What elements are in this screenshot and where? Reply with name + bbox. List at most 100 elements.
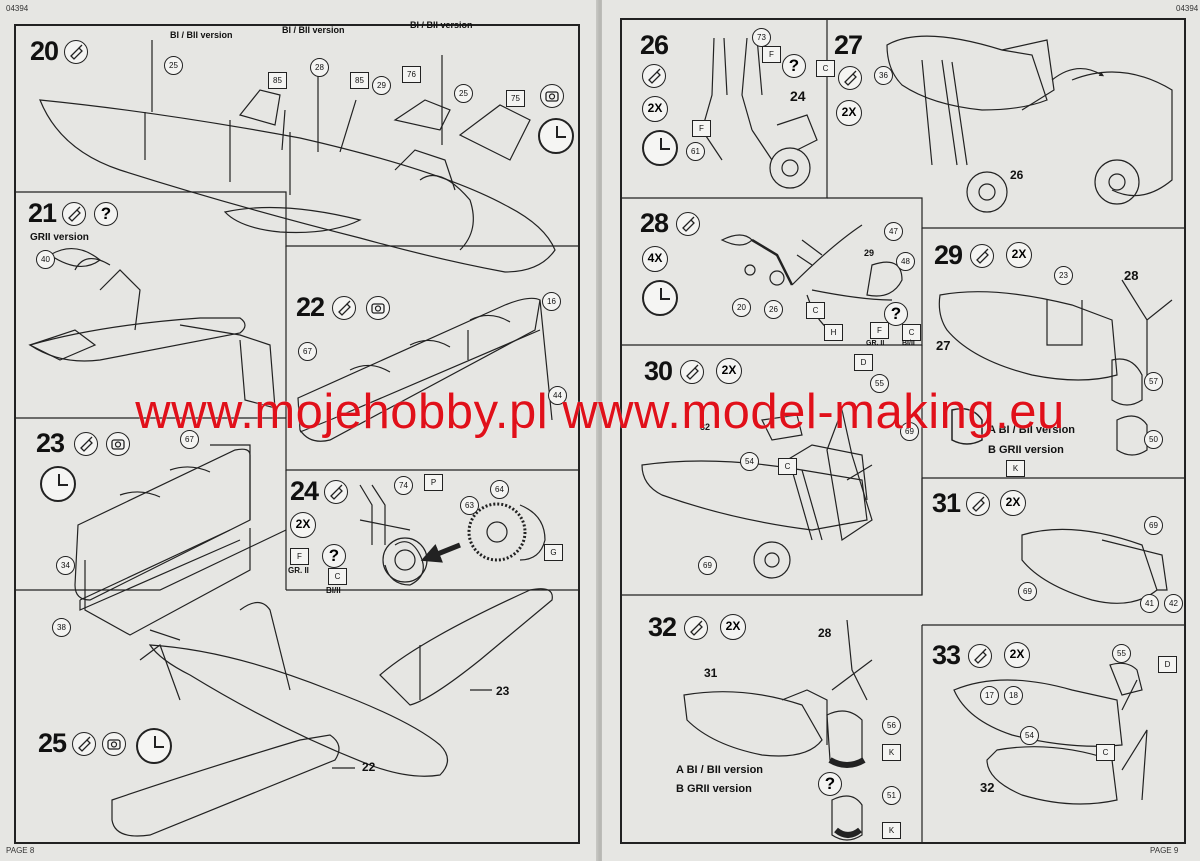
step-27-number: 27 <box>834 30 863 60</box>
question-icon: ? <box>782 54 806 78</box>
drying-clock-icon <box>642 280 678 316</box>
sprue-flag: F <box>762 46 781 63</box>
sprue-flag: G <box>544 544 563 561</box>
part-callout: 69 <box>1018 582 1037 601</box>
sprue-flag: K <box>882 822 901 839</box>
multiplier-badge: 2X <box>716 358 742 384</box>
subassembly-label: 22 <box>362 760 376 774</box>
part-callout: 16 <box>542 292 561 311</box>
glue-icon <box>332 296 356 320</box>
sprue-flag: F <box>692 120 711 137</box>
part-callout: 44 <box>548 386 567 405</box>
step-30-number: 30 <box>644 356 673 386</box>
sprue-flag: C <box>328 568 347 585</box>
glue-icon <box>838 66 862 90</box>
drying-clock-icon <box>642 130 678 166</box>
sprue-flag: K <box>882 744 901 761</box>
subassembly-label: 24 <box>790 88 806 104</box>
step-21-number: 21 <box>28 198 57 228</box>
glue-icon <box>72 732 96 756</box>
step-20-number: 20 <box>30 36 59 66</box>
part-callout: 17 <box>980 686 999 705</box>
subassembly-label: 28 <box>1124 268 1139 283</box>
part-callout: 67 <box>180 430 199 449</box>
part-callout: 64 <box>490 480 509 499</box>
sprue-flag: C <box>816 60 835 77</box>
question-icon: ? <box>884 302 908 326</box>
glue-icon <box>684 616 708 640</box>
sprue-flag: C <box>806 302 825 319</box>
part-callout: 67 <box>298 342 317 361</box>
sprue-flag: F <box>290 548 309 565</box>
part-callout: 42 <box>1164 594 1183 613</box>
part-callout: 75 <box>506 90 525 107</box>
part-callout: 69 <box>1144 516 1163 535</box>
glue-icon <box>676 212 700 236</box>
part-callout: 28 <box>310 58 329 77</box>
part-callout: 57 <box>1144 372 1163 391</box>
part-callout: 18 <box>1004 686 1023 705</box>
part-callout: 38 <box>52 618 71 637</box>
step-20-version-2: BI / BII version <box>282 25 345 35</box>
step-33-number: 33 <box>932 640 961 670</box>
part-callout: 29 <box>372 76 391 95</box>
multiplier-badge: 2X <box>836 100 862 126</box>
left-frame <box>14 24 580 844</box>
book-spine <box>596 0 604 861</box>
paint-icon <box>102 732 126 756</box>
part-callout: 36 <box>874 66 893 85</box>
multiplier-badge: 2X <box>1004 642 1030 668</box>
part-callout: 56 <box>882 716 901 735</box>
sprue-flag: D <box>1158 656 1177 673</box>
step-32-number: 32 <box>648 612 677 642</box>
part-callout: 85 <box>350 72 369 89</box>
left-header-code: 04394 <box>6 4 29 13</box>
version-b: B GRII version <box>676 783 752 795</box>
glue-icon <box>680 360 704 384</box>
glue-icon <box>64 40 88 64</box>
part-callout: 63 <box>460 496 479 515</box>
part-callout: 25 <box>454 84 473 103</box>
step-25-number: 25 <box>38 728 67 758</box>
watermark-text: www.mojehobby.pl www.model-making.eu <box>135 385 1065 439</box>
step-22-number: 22 <box>296 292 325 322</box>
question-icon: ? <box>818 772 842 796</box>
part-callout: 26 <box>764 300 783 319</box>
part-callout: 69 <box>900 422 919 441</box>
glue-icon <box>74 432 98 456</box>
glue-icon <box>324 480 348 504</box>
subassembly-label: 26 <box>1010 168 1024 182</box>
version-note: GR. II <box>288 566 309 575</box>
right-page: 04394 PAGE 9 <box>602 0 1200 861</box>
step-24-number: 24 <box>290 476 319 506</box>
subassembly-label: 27 <box>936 338 951 353</box>
part-label: 29 <box>864 248 875 258</box>
part-callout: 74 <box>394 476 413 495</box>
glue-icon <box>642 64 666 88</box>
question-icon: ? <box>94 202 118 226</box>
multiplier-badge: 2X <box>1006 242 1032 268</box>
multiplier-badge: 4X <box>642 246 668 272</box>
version-note: GR. II <box>866 340 885 347</box>
right-frame <box>620 18 1186 844</box>
version-b: B GRII version <box>988 444 1064 456</box>
version-note: BI/II <box>902 340 915 347</box>
drying-clock-icon <box>538 118 574 154</box>
drying-clock-icon <box>40 466 76 502</box>
part-callout: 54 <box>1020 726 1039 745</box>
step-21-version: GRII version <box>30 232 89 243</box>
right-page-number: PAGE 9 <box>1150 846 1179 855</box>
multiplier-badge: 2X <box>720 614 746 640</box>
glue-icon <box>966 492 990 516</box>
part-callout: 73 <box>752 28 771 47</box>
part-callout: 55 <box>870 374 889 393</box>
part-callout: 47 <box>884 222 903 241</box>
part-callout: 61 <box>686 142 705 161</box>
left-page-line-art <box>14 40 580 837</box>
version-note: BI/II <box>326 586 341 595</box>
part-callout: 55 <box>1112 644 1131 663</box>
sprue-flag: F <box>870 322 889 339</box>
sprue-flag: K <box>1006 460 1025 477</box>
part-callout: 48 <box>896 252 915 271</box>
step-20-version-1: BI / BII version <box>170 30 233 40</box>
